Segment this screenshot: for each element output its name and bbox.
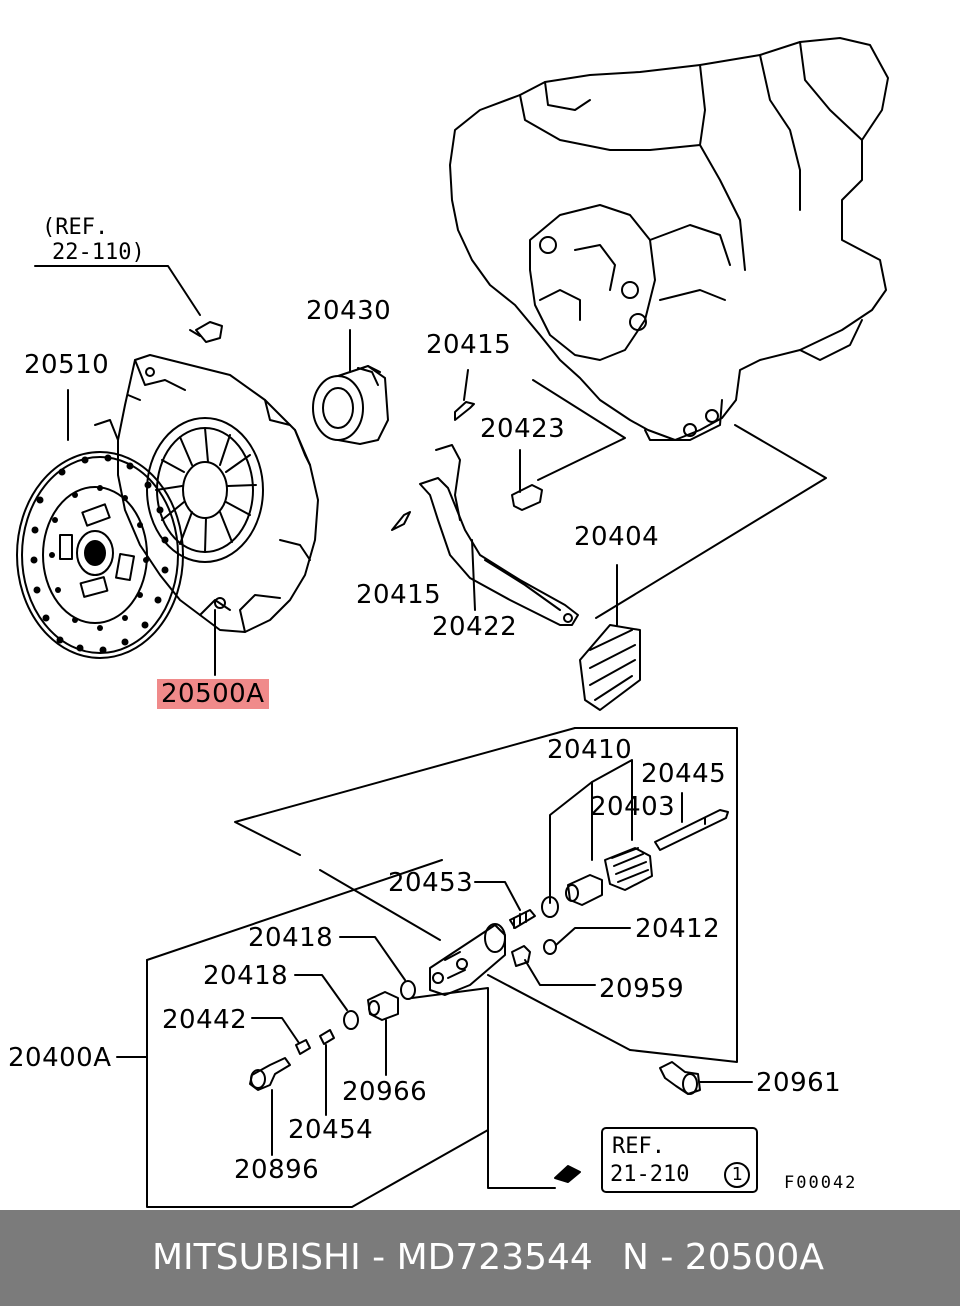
label-20400A: 20400A	[8, 1043, 112, 1073]
union-20966	[367, 991, 399, 1021]
release-fork	[419, 444, 579, 626]
transmission-housing	[449, 37, 889, 441]
label-20415-top: 20415	[426, 330, 512, 360]
clip-20415-top	[454, 401, 475, 421]
label-20500A-highlighted[interactable]: 20500A	[157, 679, 269, 709]
figure-code: F00042	[784, 1173, 858, 1193]
label-20442: 20442	[162, 1005, 248, 1035]
leader-20412	[555, 927, 631, 946]
label-20415-mid: 20415	[356, 580, 442, 610]
ref-22110-leader	[34, 265, 201, 316]
leader-20453	[474, 881, 521, 911]
label-20454: 20454	[288, 1115, 374, 1145]
label-20418-a: 20418	[248, 923, 334, 953]
label-20959: 20959	[599, 974, 685, 1004]
ref-22110-label-line1: (REF.	[42, 215, 109, 240]
bolt-20896	[249, 1057, 291, 1091]
release-bearing	[312, 365, 389, 445]
label-20410: 20410	[547, 735, 633, 765]
label-20422: 20422	[432, 612, 518, 642]
pipe-leader	[411, 987, 556, 1189]
arrow-icon	[554, 1165, 581, 1183]
washer-20418-b	[343, 1010, 359, 1030]
label-20510: 20510	[24, 350, 110, 380]
ref-21210-circle-number: 1	[724, 1162, 750, 1188]
label-20430: 20430	[306, 296, 392, 326]
ref-21210-label-line1: REF.	[612, 1134, 665, 1159]
ref-21210-box	[601, 1127, 758, 1193]
exploded-parts-diagram	[16, 37, 889, 1208]
assembly-boundary-inner	[319, 869, 441, 941]
clutch-cover	[94, 354, 319, 633]
assembly-boundary-top	[234, 727, 576, 856]
valve-20412	[543, 939, 557, 955]
spring-20453	[509, 909, 536, 929]
clutch-disc	[16, 451, 184, 659]
assembly-boundary-inner-right	[487, 974, 631, 1051]
fulcrum-pin	[511, 449, 543, 511]
label-20966: 20966	[342, 1077, 428, 1107]
label-20412: 20412	[635, 914, 721, 944]
clip-20415-mid	[391, 511, 411, 531]
footer-position-number: N - 20500A	[622, 1237, 824, 1278]
push-rod	[654, 809, 729, 851]
leader-20410-right	[591, 759, 633, 841]
housing-leader-left	[532, 379, 626, 481]
bleeder-20959	[511, 945, 531, 967]
assembly-boundary-right	[574, 727, 738, 1063]
washer-20418-a	[400, 980, 416, 1000]
label-20896: 20896	[234, 1155, 320, 1185]
label-20418-b: 20418	[203, 961, 289, 991]
housing-leader-right	[595, 424, 827, 619]
leader-20415-top	[463, 369, 469, 401]
ref-22110-label-line2: 22-110)	[52, 240, 145, 265]
label-20961: 20961	[756, 1068, 842, 1098]
leader-20959	[524, 959, 596, 986]
leader-20410	[549, 781, 593, 904]
boot-bellows	[604, 847, 653, 891]
leader-20422	[471, 539, 476, 611]
nut-20442	[295, 1039, 311, 1055]
ref-21210-label-line2: 21-210	[610, 1162, 690, 1187]
footer-bar: MITSUBISHI - MD723544 N - 20500A	[0, 1210, 960, 1306]
label-20453: 20453	[388, 868, 474, 898]
leader-20418-b	[294, 974, 348, 1011]
assembly-boundary-diagonal	[146, 859, 443, 961]
leader-20418-a	[339, 936, 406, 981]
label-20423: 20423	[480, 414, 566, 444]
label-20404: 20404	[574, 522, 660, 552]
clutch-cylinder-body	[429, 923, 506, 996]
label-20403: 20403	[590, 792, 676, 822]
label-20445: 20445	[641, 759, 727, 789]
pilot-bolt	[189, 321, 223, 343]
assembly-boundary-left	[146, 959, 489, 1208]
footer-brand-part-number: MITSUBISHI - MD723544	[152, 1237, 593, 1278]
leader-20442	[251, 1017, 300, 1044]
bolt-20961	[659, 1061, 701, 1095]
dust-boot	[579, 624, 641, 711]
pin-20454	[319, 1029, 335, 1045]
